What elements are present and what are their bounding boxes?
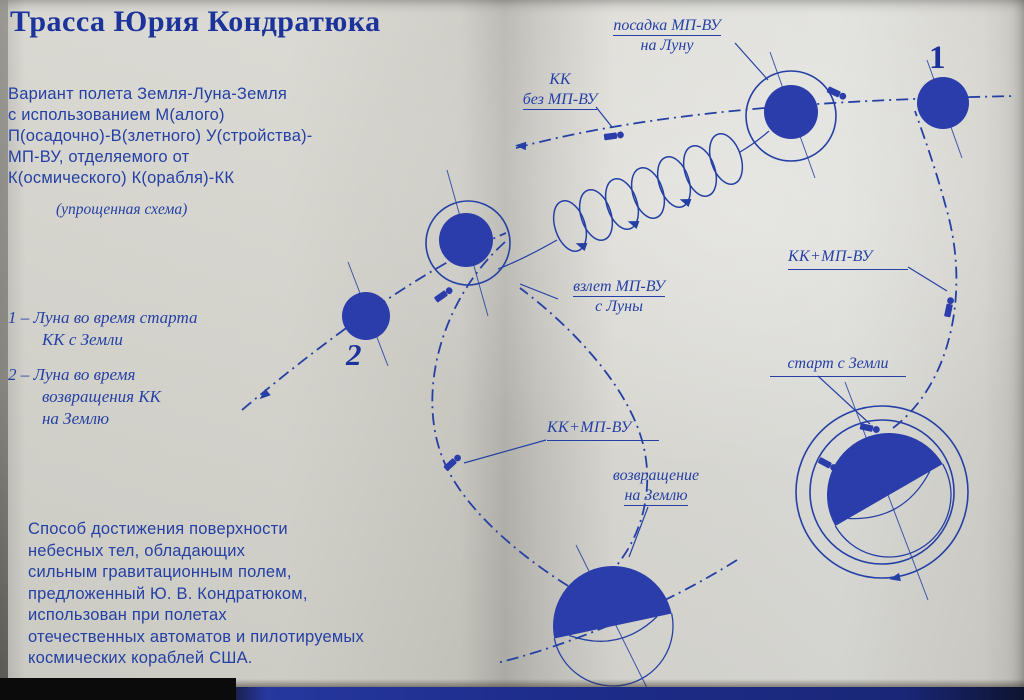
spacecraft-icons — [433, 86, 955, 473]
footer-line: использован при полетах — [28, 606, 227, 624]
page-title: Трасса Юрия Кондратюка — [10, 5, 381, 38]
spacecraft-icon — [443, 453, 463, 472]
earth-return — [553, 566, 674, 687]
label-kk-plus-mpvu-right: КК+МП-ВУ — [788, 247, 908, 271]
spacecraft-icon — [826, 86, 848, 101]
label-start-from-earth: старт с Земли — [770, 354, 906, 378]
orbit-circles — [425, 70, 969, 579]
spacecraft-icon — [433, 285, 454, 303]
footer-paragraph: Способ достижения поверхности небесных т… — [28, 519, 498, 670]
label-line: с Луны — [595, 298, 643, 316]
footer-line: предложенный Ю. В. Кондратюком, — [28, 584, 308, 603]
intro-line: П(осадочно)-В(злетного) У(стройства)- — [8, 127, 313, 145]
label-kk-plus-mpvu-left: КК+МП-ВУ — [547, 418, 659, 442]
book-cover-strip — [0, 687, 1024, 700]
legend-line: 2 – Луна во время — [8, 365, 136, 384]
label-moon-position-1-number: 1 — [929, 40, 946, 76]
intro-line: МП-ВУ, отделяемого от — [8, 148, 190, 166]
footer-line: сильным гравитационным полем, — [28, 563, 292, 581]
moon-landing — [764, 85, 818, 139]
label-line: на Луну — [640, 37, 694, 55]
label-line: без МП-ВУ — [522, 91, 598, 111]
legend-line: на Землю — [42, 409, 109, 428]
legend-item-2: 2 – Луна во время возвращения КК на Земл… — [8, 364, 197, 430]
scheme-note: (упрощенная схема) — [56, 201, 188, 218]
label-moon-position-2-number: 2 — [346, 337, 362, 372]
spacecraft-icon — [859, 422, 881, 434]
earth-start — [827, 433, 952, 558]
moon-parking-orbit — [439, 213, 493, 267]
arrow-icon — [514, 141, 527, 151]
descent-spiral — [497, 130, 770, 270]
label-line: посадка МП-ВУ — [613, 17, 721, 36]
spacecraft-icon — [603, 131, 625, 141]
label-line: на Землю — [624, 487, 688, 507]
label-line: КК — [549, 71, 571, 88]
intro-line: Вариант полета Земля-Луна-Земля — [8, 85, 287, 103]
label-takeoff-from-moon: взлет МП-ВУ с Луны — [558, 277, 680, 318]
moon-position-2 — [342, 292, 390, 340]
label-line: возвращение — [612, 467, 700, 484]
intro-line: К(осмического) К(орабля)-КК — [8, 169, 235, 187]
moon-position-1 — [917, 77, 969, 129]
label-landing-on-moon: посадка МП-ВУ на Луну — [588, 16, 746, 57]
label-line: взлет МП-ВУ — [573, 278, 665, 297]
footer-line: небесных тел, обладающих — [28, 541, 246, 560]
legend-line: КК с Земли — [42, 330, 123, 349]
spacecraft-icon — [943, 296, 955, 318]
legend: 1 – Луна во время старта КК с Земли 2 – … — [8, 307, 197, 430]
intro-paragraph: Вариант полета Земля-Луна-Земля с исполь… — [8, 84, 438, 189]
legend-line: возвращения КК — [42, 387, 161, 406]
legend-line: 1 – Луна во время старта — [8, 308, 198, 327]
bottom-left-dark-corner — [0, 678, 236, 700]
intro-line: с использованием М(алого) — [8, 106, 225, 124]
label-kk-without-mpvu: КК без МП-ВУ — [512, 70, 608, 111]
leader-lines — [463, 42, 948, 558]
page-bottom-shadow — [0, 679, 1024, 687]
footer-line: космических кораблей США. — [28, 649, 253, 667]
label-return-to-earth: возвращение на Землю — [597, 466, 715, 507]
page-left-edge — [0, 0, 8, 700]
footer-line: Способ достижения поверхности — [28, 520, 288, 538]
legend-item-1: 1 – Луна во время старта КК с Земли — [8, 307, 197, 351]
footer-line: отечественных автоматов и пилотируемых — [28, 627, 364, 646]
